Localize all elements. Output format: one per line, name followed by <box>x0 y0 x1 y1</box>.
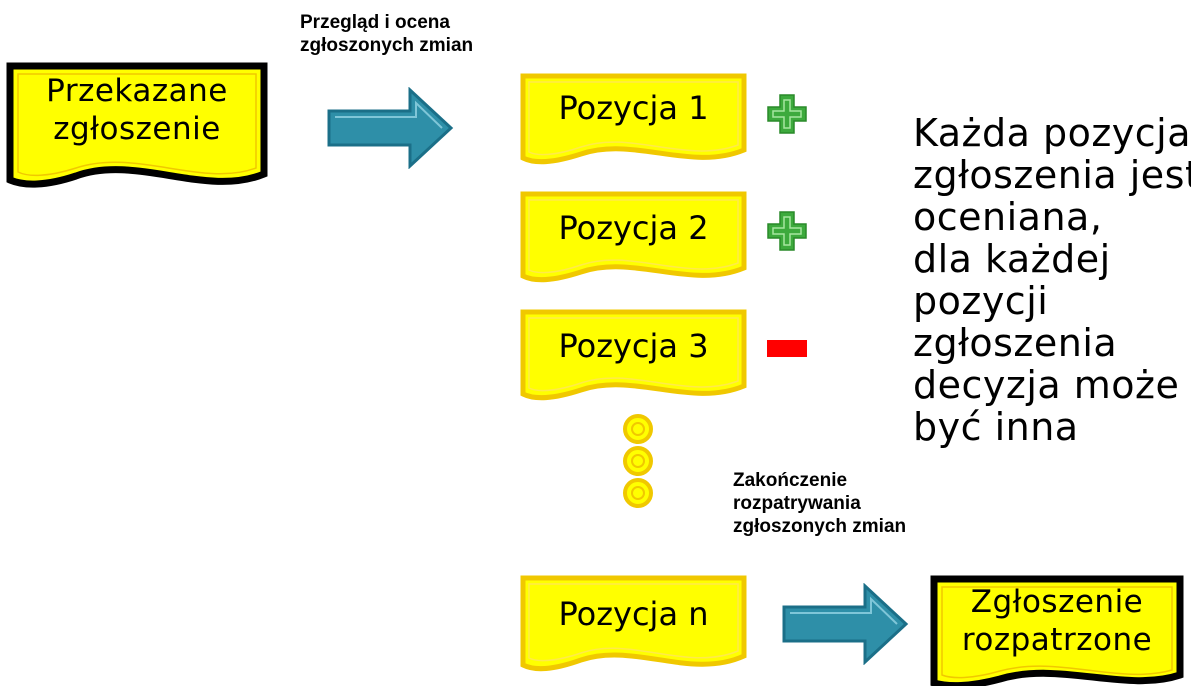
finish-caption-line-3: zgłoszonych zmian <box>733 516 907 537</box>
review-caption: Przegląd i ocena zgłoszonych zmian <box>300 11 473 57</box>
arrow-right-icon <box>782 583 909 665</box>
side-note-line-8: być inna <box>913 405 1079 449</box>
side-note-line-6: zgłoszenia <box>913 321 1118 365</box>
item-box-3: Pozycja 3 <box>519 308 748 406</box>
side-note-line-7: decyzja może <box>913 363 1180 407</box>
item-label-1: Pozycja 1 <box>558 89 709 127</box>
end-box-line-1: Zgłoszenie <box>970 584 1144 620</box>
arrow-right-icon <box>327 87 454 169</box>
ellipsis-dots-icon <box>623 414 653 508</box>
finish-caption-line-1: Zakończenie <box>733 470 848 491</box>
end-box: Zgłoszenie rozpatrzone <box>930 575 1184 686</box>
review-caption-line-1: Przegląd i ocena <box>300 12 450 33</box>
side-note-line-1: Każda pozycja <box>913 111 1191 155</box>
item-label-2: Pozycja 2 <box>558 209 709 247</box>
plus-icon <box>767 94 807 134</box>
side-note-line-3: oceniana, <box>913 195 1103 239</box>
start-box-line-2: zgłoszenie <box>53 111 221 147</box>
side-note-line-4: dla każdej <box>913 237 1111 281</box>
side-note: Każda pozycja zgłoszenia jest oceniana, … <box>913 112 1191 448</box>
item-box-1: Pozycja 1 <box>519 72 748 170</box>
item-label-n: Pozycja n <box>558 595 709 633</box>
start-box: Przekazane zgłoszenie <box>6 62 268 194</box>
item-label-3: Pozycja 3 <box>558 327 709 365</box>
finish-caption: Zakończenie rozpatrywania zgłoszonych zm… <box>733 469 906 538</box>
finish-caption-line-2: rozpatrywania <box>733 493 861 514</box>
minus-icon <box>767 340 807 357</box>
plus-icon <box>767 211 807 251</box>
side-note-line-5: pozycji <box>913 279 1049 323</box>
side-note-line-2: zgłoszenia jest <box>913 153 1191 197</box>
end-box-line-2: rozpatrzone <box>961 622 1153 658</box>
review-caption-line-2: zgłoszonych zmian <box>300 35 474 56</box>
item-box-n: Pozycja n <box>519 574 748 678</box>
start-box-line-1: Przekazane <box>46 73 228 109</box>
item-box-2: Pozycja 2 <box>519 190 748 288</box>
